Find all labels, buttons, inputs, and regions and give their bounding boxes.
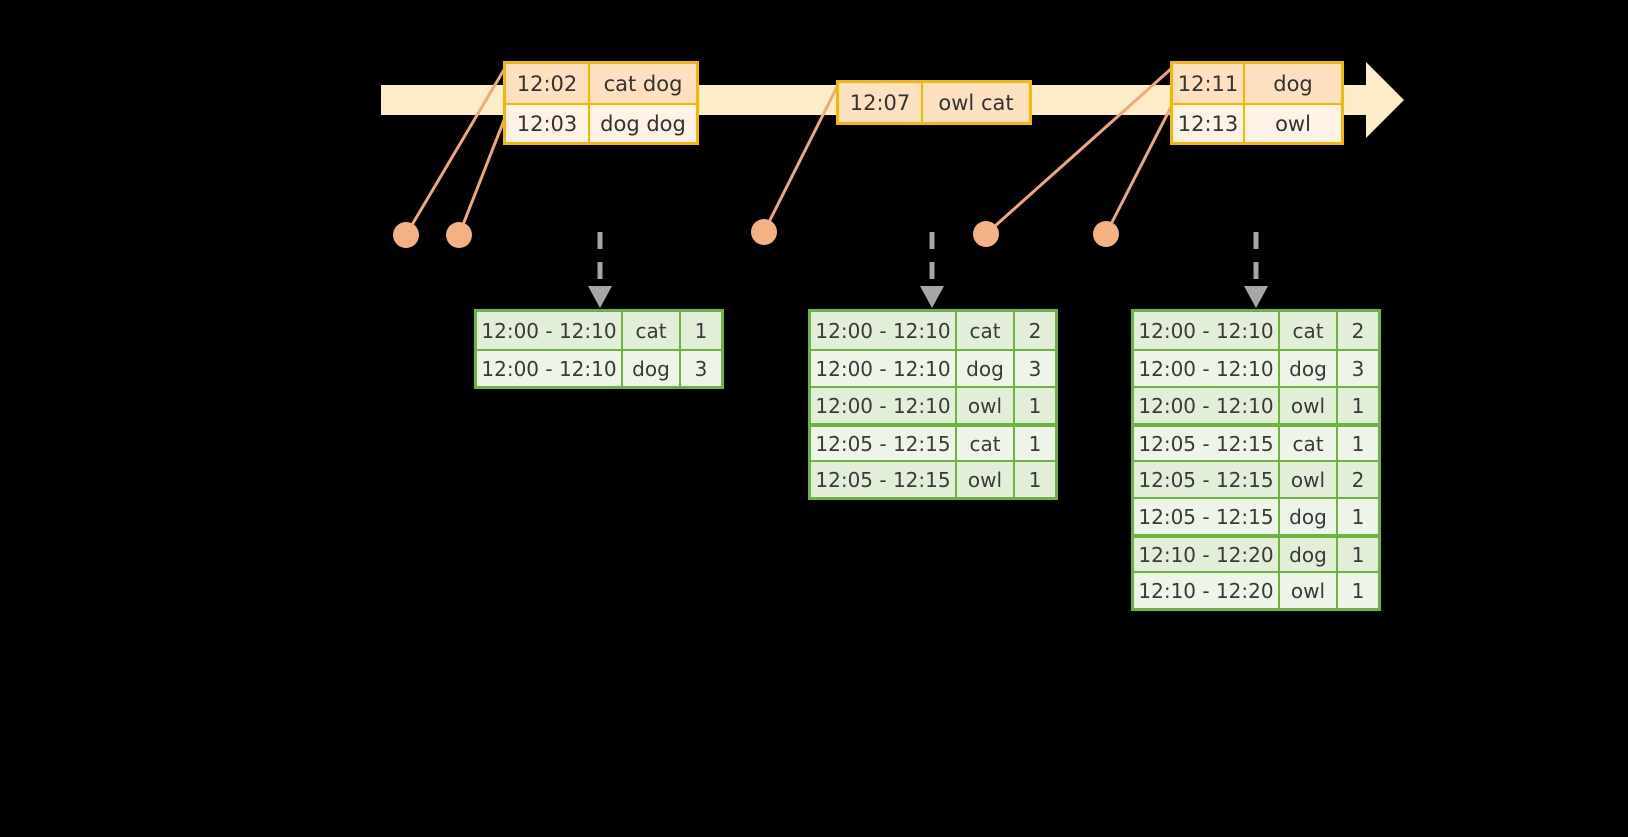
dashed-arrow-1 <box>588 232 612 308</box>
event-dot-2 <box>446 222 472 248</box>
cell-window: 12:05 - 12:15 <box>1134 499 1280 534</box>
cell-count: 1 <box>1338 573 1378 608</box>
dashed-arrows <box>588 232 1268 308</box>
event-time: 12:13 <box>1173 105 1245 142</box>
cell-word: cat <box>957 312 1015 349</box>
cell-count: 2 <box>1015 312 1055 349</box>
connector-line-2 <box>457 108 510 237</box>
event-dot-1 <box>393 222 419 248</box>
cell-window: 12:00 - 12:10 <box>811 388 957 423</box>
cell-count: 1 <box>681 312 721 349</box>
cell-window: 12:00 - 12:10 <box>1134 351 1280 386</box>
cell-word: owl <box>957 388 1015 423</box>
event-dots <box>393 219 1119 248</box>
cell-count: 3 <box>1015 351 1055 386</box>
cell-window: 12:05 - 12:15 <box>1134 462 1280 497</box>
event-words: owl cat <box>923 83 1029 122</box>
event-time: 12:02 <box>506 64 590 103</box>
cell-count: 3 <box>1338 351 1378 386</box>
cell-window: 12:05 - 12:15 <box>811 427 957 460</box>
cell-window: 12:05 - 12:15 <box>1134 427 1280 460</box>
cell-word: owl <box>1280 573 1338 608</box>
event-words: owl <box>1245 105 1341 142</box>
cell-word: dog <box>1280 538 1338 571</box>
event-time: 12:03 <box>506 105 590 142</box>
cell-count: 1 <box>1015 462 1055 497</box>
event-dot-5 <box>1093 221 1119 247</box>
cell-count: 3 <box>681 351 721 386</box>
cell-count: 1 <box>1015 388 1055 423</box>
event-row: 12:03 dog dog <box>506 103 696 142</box>
event-dot-4 <box>973 221 999 247</box>
cell-window: 12:10 - 12:20 <box>1134 538 1280 571</box>
event-words: dog dog <box>590 105 696 142</box>
cell-word: owl <box>957 462 1015 497</box>
event-group-2: 12:07 owl cat <box>836 80 1032 125</box>
cell-count: 1 <box>1338 427 1378 460</box>
event-row: 12:02 cat dog <box>506 64 696 103</box>
event-words: cat dog <box>590 64 696 103</box>
cell-word: dog <box>1280 351 1338 386</box>
cell-word: cat <box>1280 312 1338 349</box>
cell-window: 12:00 - 12:10 <box>477 312 623 349</box>
cell-window: 12:10 - 12:20 <box>1134 573 1280 608</box>
cell-window: 12:00 - 12:10 <box>811 351 957 386</box>
dashed-arrow-2 <box>920 232 944 308</box>
cell-word: owl <box>1280 462 1338 497</box>
cell-count: 2 <box>1338 462 1378 497</box>
cell-word: dog <box>1280 499 1338 534</box>
cell-word: dog <box>957 351 1015 386</box>
cell-word: cat <box>623 312 681 349</box>
cell-count: 2 <box>1338 312 1378 349</box>
event-group-1: 12:02 cat dog 12:03 dog dog <box>503 61 699 145</box>
cell-word: cat <box>1280 427 1338 460</box>
cell-count: 1 <box>1338 538 1378 571</box>
event-row: 12:11 dog <box>1173 64 1341 103</box>
cell-window: 12:00 - 12:10 <box>1134 388 1280 423</box>
event-group-3: 12:11 dog 12:13 owl <box>1170 61 1344 145</box>
connector-line-5 <box>1104 103 1174 236</box>
cell-count: 1 <box>1338 388 1378 423</box>
connector-line-1 <box>404 66 507 237</box>
event-words: dog <box>1245 64 1341 103</box>
event-row: 12:13 owl <box>1173 103 1341 142</box>
cell-word: cat <box>957 427 1015 460</box>
cell-window: 12:00 - 12:10 <box>1134 312 1280 349</box>
cell-word: owl <box>1280 388 1338 423</box>
event-time: 12:11 <box>1173 64 1245 103</box>
cell-count: 1 <box>1015 427 1055 460</box>
cell-window: 12:00 - 12:10 <box>477 351 623 386</box>
cell-window: 12:00 - 12:10 <box>811 312 957 349</box>
cell-window: 12:05 - 12:15 <box>811 462 957 497</box>
cell-word: dog <box>623 351 681 386</box>
cell-count: 1 <box>1338 499 1378 534</box>
connector-line-3 <box>762 83 840 234</box>
event-time: 12:07 <box>839 83 923 122</box>
event-row: 12:07 owl cat <box>839 83 1029 122</box>
dashed-arrow-3 <box>1244 232 1268 308</box>
event-dot-3 <box>751 219 777 245</box>
